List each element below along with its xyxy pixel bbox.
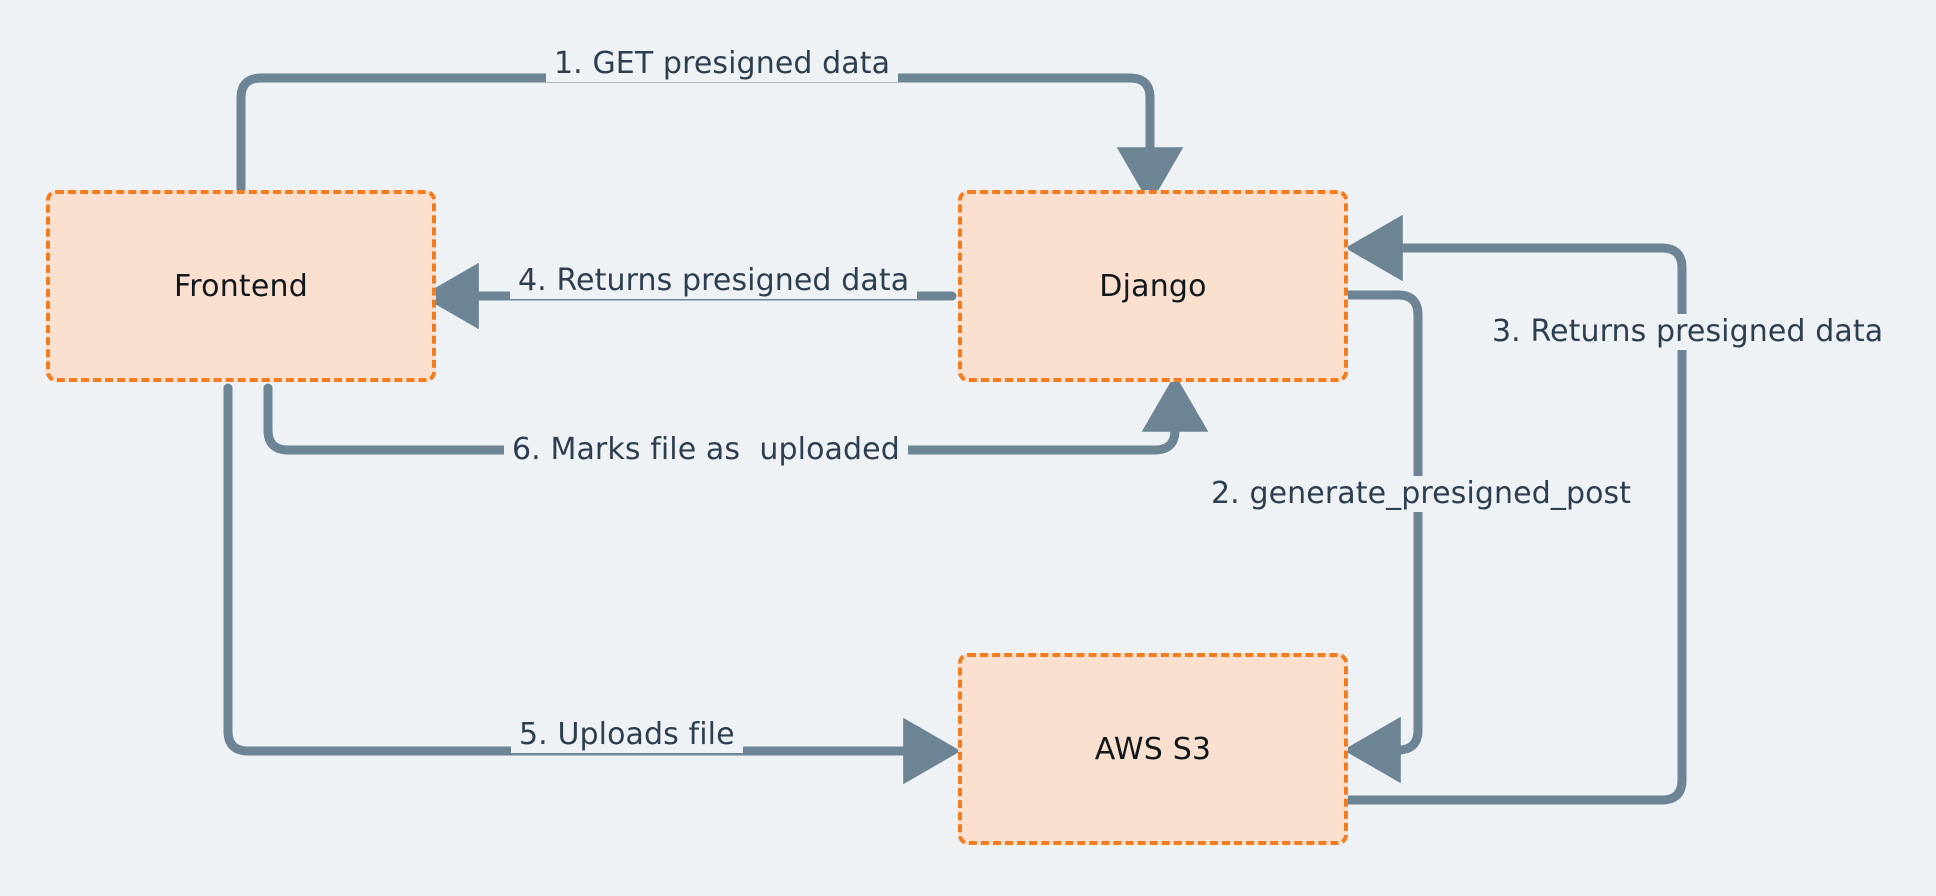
connector-step-5 (223, 383, 961, 785)
node-frontend-label: Frontend (174, 268, 308, 304)
node-django-label: Django (1099, 268, 1207, 304)
node-aws-s3[interactable]: AWS S3 (958, 653, 1348, 845)
connector-step-3 (1343, 214, 1687, 805)
node-django[interactable]: Django (958, 190, 1348, 382)
node-frontend[interactable]: Frontend (46, 190, 436, 382)
edge-label-step-2: 2. generate_presigned_post (1203, 476, 1640, 512)
edge-label-step-4: 4. Returns presigned data (510, 263, 918, 299)
node-aws-s3-label: AWS S3 (1094, 731, 1212, 767)
edge-label-step-1: 1. GET presigned data (546, 46, 899, 82)
connector-step-1 (236, 73, 1184, 205)
edge-label-step-5: 5. Uploads file (511, 717, 743, 753)
edge-label-step-3: 3. Returns presigned data (1484, 314, 1892, 350)
connector-step-2 (1343, 290, 1423, 784)
edge-label-step-6: 6. Marks file as uploaded (504, 432, 908, 468)
